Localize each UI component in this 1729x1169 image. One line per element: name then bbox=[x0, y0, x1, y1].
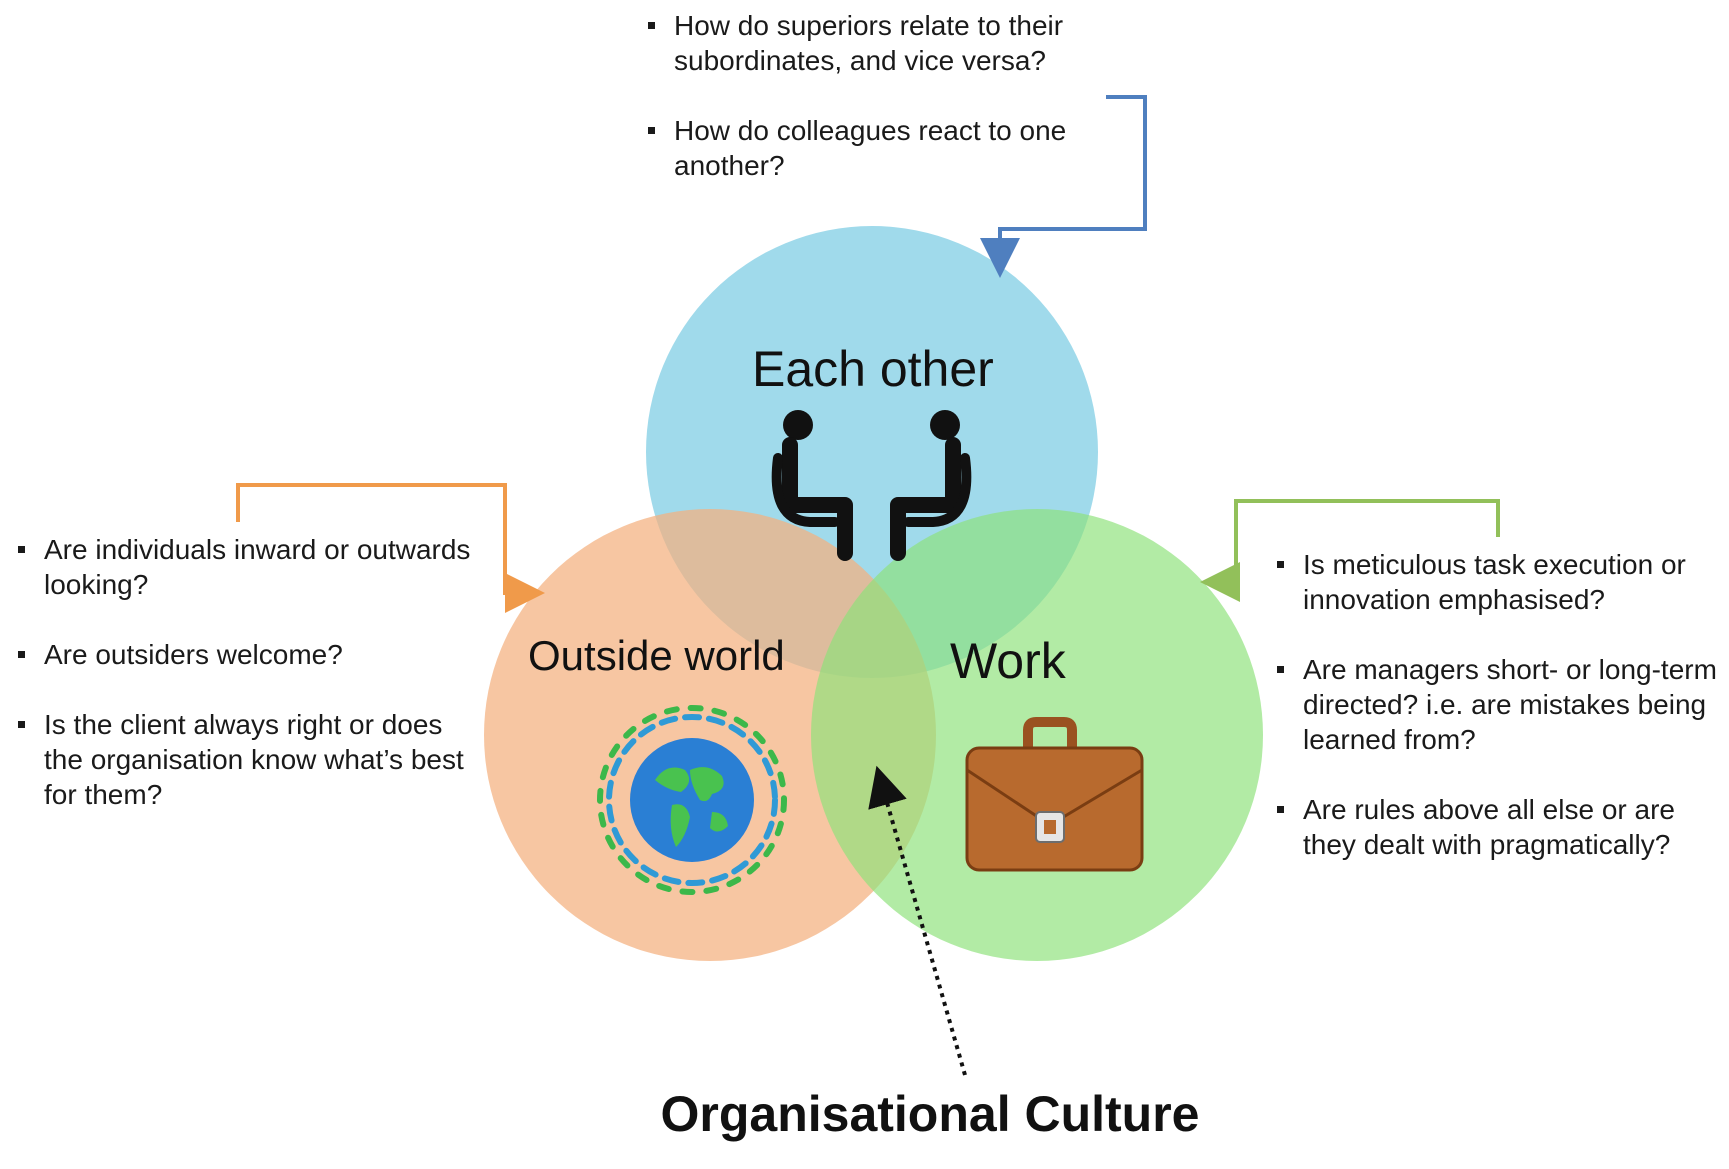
each-other-questions: How do superiors relate to their subordi… bbox=[648, 8, 1088, 218]
briefcase-icon bbox=[965, 717, 1144, 872]
outside-world-questions: Are individuals inward or outwards looki… bbox=[18, 532, 478, 847]
question-item: How do colleagues react to one another? bbox=[648, 113, 1088, 183]
work-circle bbox=[811, 509, 1263, 961]
question-item: How do superiors relate to their subordi… bbox=[648, 8, 1088, 78]
outside-world-label: Outside world bbox=[528, 632, 785, 679]
question-item: Are rules above all else or are they dea… bbox=[1277, 792, 1717, 862]
each-other-connector-arrow bbox=[980, 95, 1147, 278]
each-other-label: Each other bbox=[752, 341, 994, 397]
globe-people-icon bbox=[597, 705, 787, 895]
outside-world-connector-arrow bbox=[236, 483, 545, 613]
question-item: Is meticulous task execution or innovati… bbox=[1277, 547, 1717, 617]
diagram-title: Organisational Culture bbox=[660, 1086, 1200, 1142]
two-people-seated-icon bbox=[771, 410, 972, 561]
outside-world-circle bbox=[484, 509, 936, 961]
work-connector-arrow bbox=[1200, 499, 1500, 602]
work-label: Work bbox=[950, 633, 1066, 689]
question-item: Are individuals inward or outwards looki… bbox=[18, 532, 478, 602]
question-item: Is the client always right or does the o… bbox=[18, 707, 478, 812]
question-item: Are managers short- or long-term directe… bbox=[1277, 652, 1717, 757]
question-item: Are outsiders welcome? bbox=[18, 637, 478, 672]
work-questions: Is meticulous task execution or innovati… bbox=[1277, 547, 1717, 897]
